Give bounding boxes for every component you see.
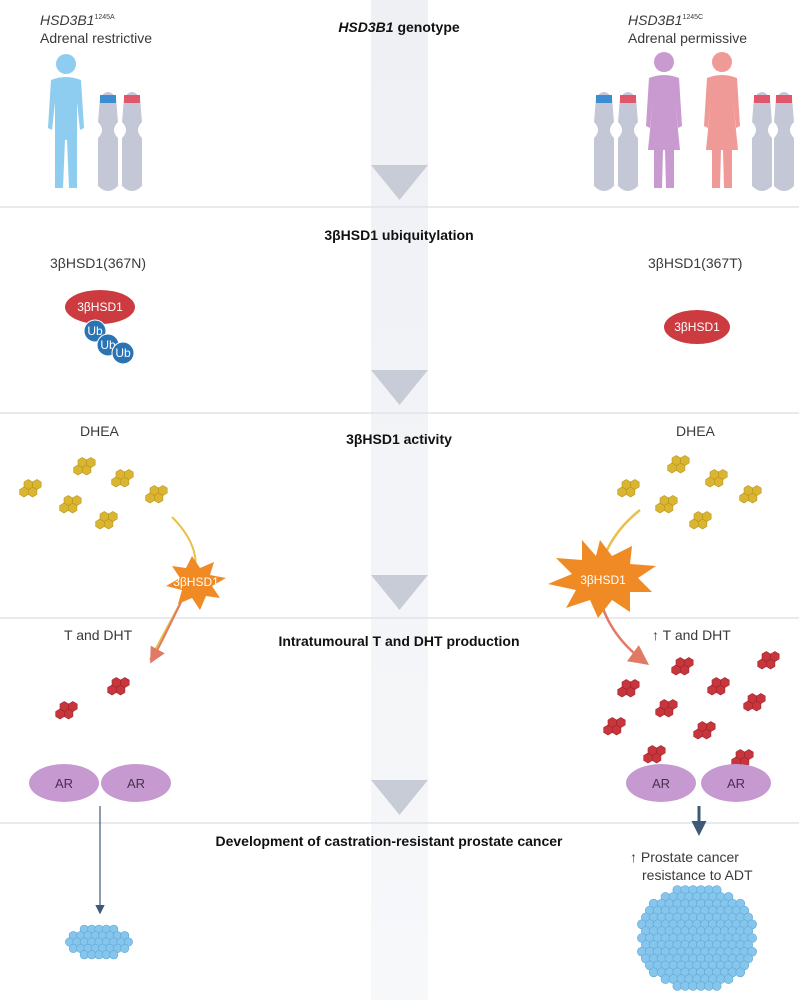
svg-text:Ub: Ub (100, 338, 116, 352)
section-title-production: Intratumoural T and DHT production (278, 633, 519, 649)
dhea-molecules-right (617, 455, 762, 530)
section-title-genotype: HSD3B1 genotype (338, 19, 460, 35)
svg-text:AR: AR (127, 776, 145, 791)
tumour-cell (120, 943, 130, 953)
ar-receptor: AR (101, 764, 171, 802)
tumour-cell (711, 981, 722, 991)
flow-arrow-down (371, 575, 428, 610)
svg-text:Ub: Ub (87, 324, 103, 338)
left-phenotype-label: Adrenal restrictive (40, 30, 152, 46)
person-icon (704, 52, 740, 188)
tumour-cell (109, 950, 119, 960)
t-dht-molecules-left (55, 677, 130, 720)
right-dhea-label: DHEA (676, 423, 716, 439)
svg-text:AR: AR (652, 776, 670, 791)
section-title-ubiquitylation: 3βHSD1 ubiquitylation (324, 227, 473, 243)
flow-arrow-down (371, 165, 428, 200)
left-genotype-label: HSD3B11245A (40, 12, 115, 28)
tumour-cell (735, 967, 746, 978)
tumour-cell (723, 974, 734, 984)
chromosome-icon (98, 92, 142, 191)
resistance-label-line1: ↑ Prostate cancer (630, 849, 739, 865)
t-dht-molecules-right (603, 651, 780, 768)
chromosome-icon (752, 92, 794, 191)
flow-arrow-down (371, 370, 428, 405)
right-variant-label: 3βHSD1(367T) (648, 255, 742, 271)
svg-text:3βHSD1: 3βHSD1 (580, 573, 626, 587)
chromosome-icon (594, 92, 638, 191)
left-t-dht-label: T and DHT (64, 627, 133, 643)
ubiquitylated-enzyme: 3βHSD1 Ub Ub Ub (65, 290, 135, 365)
right-phenotype-label: Adrenal permissive (628, 30, 747, 46)
left-variant-label: 3βHSD1(367N) (50, 255, 146, 271)
section-title-activity: 3βHSD1 activity (346, 431, 452, 447)
svg-text:AR: AR (55, 776, 73, 791)
small-tumour (65, 924, 133, 960)
dhea-molecules-left (19, 457, 168, 530)
svg-text:3βHSD1: 3βHSD1 (77, 300, 123, 314)
svg-text:3βHSD1: 3βHSD1 (674, 320, 720, 334)
active-enzyme-large: 3βHSD1 (548, 540, 656, 618)
resistance-label-line2: resistance to ADT (642, 867, 753, 883)
flow-arrow-down (371, 780, 428, 815)
svg-text:Ub: Ub (115, 346, 131, 360)
person-icon (646, 52, 682, 188)
stable-enzyme: 3βHSD1 (664, 310, 730, 344)
large-tumour (637, 885, 757, 991)
person-icon (48, 54, 84, 188)
center-column (371, 0, 428, 1000)
ar-receptor: AR (626, 764, 696, 802)
svg-text:3βHSD1: 3βHSD1 (173, 575, 219, 589)
svg-text:AR: AR (727, 776, 745, 791)
right-genotype-label: HSD3B11245C (628, 12, 703, 28)
ar-receptor: AR (29, 764, 99, 802)
left-dhea-label: DHEA (80, 423, 120, 439)
right-t-dht-label: ↑ T and DHT (652, 627, 731, 643)
active-enzyme-small: 3βHSD1 (166, 556, 226, 610)
ar-receptor: AR (701, 764, 771, 802)
section-title-crpc: Development of castration-resistant pros… (216, 833, 564, 849)
